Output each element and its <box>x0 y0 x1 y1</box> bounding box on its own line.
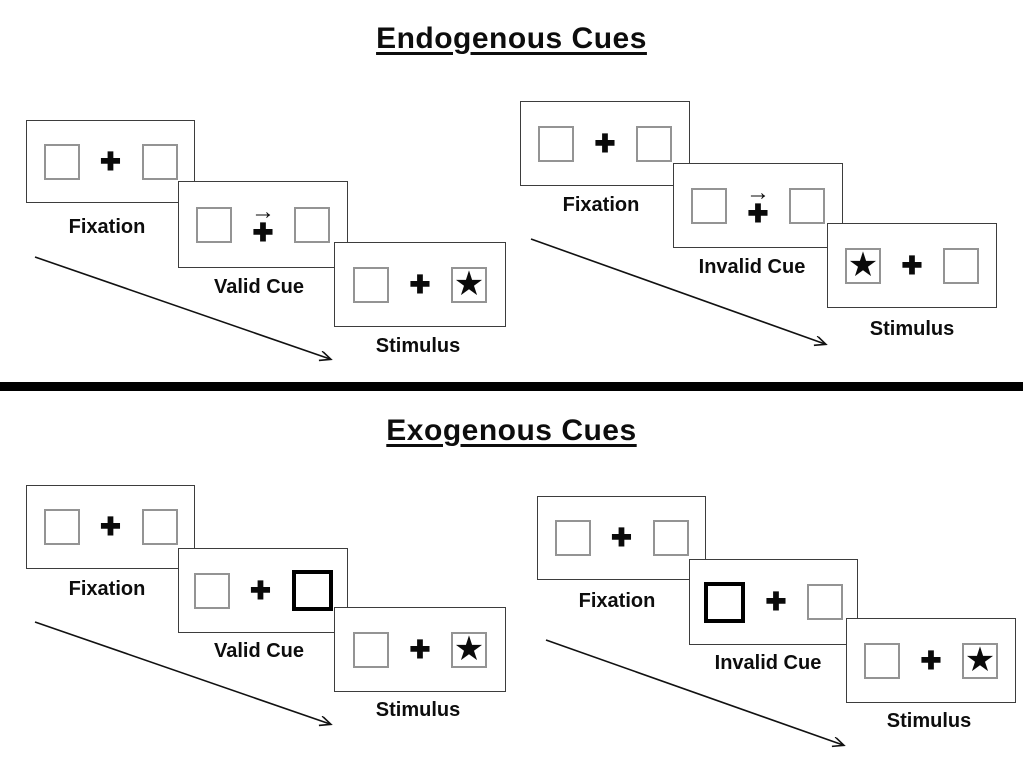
panel-label: Fixation <box>68 216 146 238</box>
panel-label: Stimulus <box>886 710 972 732</box>
right-box: ★ <box>451 629 487 668</box>
right-box <box>943 247 979 284</box>
plus-icon: ✚ <box>611 524 632 552</box>
right-box <box>141 143 178 180</box>
fixation-center: ✚ <box>897 251 927 280</box>
right-arrow-icon: → <box>746 179 770 206</box>
right-box <box>636 125 672 162</box>
panel-label: Fixation <box>562 194 640 216</box>
timeline-arrow-endogenous-valid <box>34 256 330 359</box>
star-icon: ★ <box>453 629 485 668</box>
timeline-arrow-exogenous-valid <box>34 621 330 724</box>
left-box <box>538 125 574 162</box>
right-arrow-icon: → <box>251 198 275 225</box>
panel-label: Fixation <box>68 578 146 600</box>
panel-exogenous-invalid-cue: ✚ <box>689 559 858 645</box>
right-box <box>141 509 178 545</box>
plus-icon: ✚ <box>252 219 274 247</box>
fixation-center: ✚ <box>405 270 435 299</box>
panel-endogenous-invalid-cue: → ✚ <box>673 163 843 248</box>
panel-exogenous-valid-fixation: ✚ <box>26 485 195 569</box>
plus-icon: ✚ <box>765 588 787 616</box>
right-box <box>294 206 330 243</box>
panel-endogenous-valid-cue: → ✚ <box>178 181 348 268</box>
fixation-center: ✚ <box>246 576 276 605</box>
left-box <box>353 266 389 303</box>
plus-icon: ✚ <box>409 635 431 664</box>
right-box <box>652 520 689 556</box>
panel-label: Stimulus <box>375 335 461 357</box>
fixation-center: ✚ <box>96 513 126 541</box>
timeline-arrow-endogenous-invalid <box>530 238 825 344</box>
panel-exogenous-valid-cue: ✚ <box>178 548 348 633</box>
panel-label: Stimulus <box>869 318 955 340</box>
left-box <box>864 642 900 679</box>
left-box <box>43 509 80 545</box>
highlighted-right-box <box>291 570 333 611</box>
plus-icon: ✚ <box>100 513 121 541</box>
plus-icon: ✚ <box>250 576 271 605</box>
panel-exogenous-invalid-stimulus: ✚ ★ <box>846 618 1016 703</box>
section-title-endogenous: Endogenous Cues <box>376 22 647 55</box>
panel-label: Valid Cue <box>213 640 305 662</box>
panel-endogenous-invalid-stimulus: ★ ✚ <box>827 223 997 308</box>
panel-label: Invalid Cue <box>698 256 806 278</box>
plus-icon: ✚ <box>747 200 769 228</box>
panel-label: Invalid Cue <box>714 652 822 674</box>
section-title-exogenous: Exogenous Cues <box>386 414 637 447</box>
plus-icon: ✚ <box>594 129 616 158</box>
section-divider <box>0 382 1023 391</box>
panel-endogenous-invalid-fixation: ✚ <box>520 101 690 186</box>
panel-endogenous-valid-fixation: ✚ <box>26 120 195 203</box>
panel-exogenous-valid-stimulus: ✚ ★ <box>334 607 506 692</box>
left-box <box>196 206 232 243</box>
fixation-center: ✚ <box>916 646 946 675</box>
cue-center: → ✚ <box>248 198 278 247</box>
right-box <box>789 187 825 224</box>
left-box <box>353 631 389 668</box>
panel-exogenous-invalid-fixation: ✚ <box>537 496 706 580</box>
left-box <box>554 520 591 556</box>
fixation-center: ✚ <box>590 129 620 158</box>
right-box: ★ <box>451 264 487 303</box>
left-box: ★ <box>845 245 881 284</box>
plus-icon: ✚ <box>409 270 431 299</box>
fixation-center: ✚ <box>761 588 791 616</box>
plus-icon: ✚ <box>901 251 923 280</box>
fixation-center: ✚ <box>405 635 435 664</box>
left-box <box>193 572 230 609</box>
star-icon: ★ <box>964 640 996 679</box>
panel-label: Fixation <box>578 590 656 612</box>
highlighted-left-box <box>704 581 745 623</box>
plus-icon: ✚ <box>920 646 942 675</box>
right-box <box>807 584 843 620</box>
fixation-center: ✚ <box>96 147 126 176</box>
panel-endogenous-valid-stimulus: ✚ ★ <box>334 242 506 327</box>
right-box: ★ <box>962 640 998 679</box>
fixation-center: ✚ <box>607 524 637 552</box>
star-icon: ★ <box>453 264 485 303</box>
panel-label: Valid Cue <box>213 276 305 298</box>
star-icon: ★ <box>847 245 879 284</box>
left-box <box>43 143 80 180</box>
panel-label: Stimulus <box>375 699 461 721</box>
left-box <box>691 187 727 224</box>
cue-center: → ✚ <box>743 179 773 228</box>
plus-icon: ✚ <box>100 147 121 176</box>
